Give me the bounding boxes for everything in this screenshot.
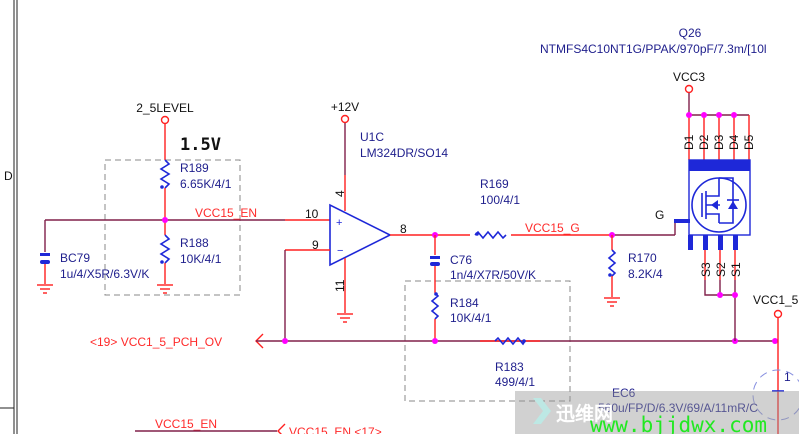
pin-4: 4 [333, 190, 347, 197]
u1c-value: LM324DR/SO14 [360, 146, 448, 160]
svg-text:−: − [337, 245, 343, 257]
svg-text:+: + [336, 217, 342, 229]
r183-value: 499/4/1 [495, 375, 535, 389]
net-vcc1-5: VCC1_5 [753, 293, 799, 307]
pin-8: 8 [400, 222, 407, 236]
mosfet-q26: Q26 NTMFS4C10NT1G/PPAK/970pF/7.3m/[10l V… [540, 26, 767, 341]
opamp-u1c: +12V 4 + − 11 10 9 8 U1C LM324DR/SO14 [305, 100, 448, 323]
r169-value: 100/4/1 [480, 193, 520, 207]
power-port-icon [160, 115, 170, 125]
power-port-icon [773, 309, 783, 319]
r170-ref: R170 [628, 251, 657, 265]
net-vcc15-en-port: VCC15_EN <17> [289, 425, 382, 434]
capacitor-bc79: BC79 1u/4/X5R/6.3V/K [37, 220, 149, 294]
off-page-arrow-icon [277, 423, 286, 434]
pin-s3: S3 [699, 262, 713, 277]
capacitor-ec6: 1 EC6 560u/FP/D/6.3V/69/A/11mR/C [598, 369, 799, 421]
ec6-value: 560u/FP/D/6.3V/69/A/11mR/C [598, 401, 758, 415]
net-2-5level: 2_5LEVEL [136, 101, 194, 115]
ground-icon [337, 313, 353, 323]
opamp-icon [329, 203, 392, 267]
divider-group-box [104, 159, 241, 296]
resistor-r189-icon [159, 159, 171, 189]
watermark-brand: 迅维网 [556, 402, 613, 425]
c76-ref: C76 [450, 253, 472, 267]
resistor-r169-icon [474, 230, 507, 240]
bc79-value: 1u/4/X5R/6.3V/K [60, 267, 149, 281]
capacitor-c76-icon [430, 256, 440, 259]
power-port-icon [340, 114, 350, 124]
net-vcc1-5-pch-ov: <19> VCC1_5_PCH_OV [90, 335, 222, 349]
ec6-pin: 1 [784, 370, 791, 384]
junction [432, 338, 438, 344]
pin-9: 9 [312, 238, 319, 252]
pin-s1: S1 [729, 262, 743, 277]
ground-icon [604, 297, 620, 307]
resistor-r188-icon [159, 234, 171, 264]
q26-value: NTMFS4C10NT1G/PPAK/970pF/7.3m/[10l [540, 42, 767, 56]
net-12v: +12V [331, 100, 359, 114]
pin-d1: D1 [682, 134, 696, 150]
power-port-icon [684, 84, 694, 94]
u1c-ref: U1C [360, 130, 384, 144]
r169-ref: R169 [480, 177, 509, 191]
junction [162, 217, 168, 223]
r189-ref: R189 [180, 161, 209, 175]
net-vcc15-en-bottom: VCC15_EN [155, 417, 217, 431]
junction [772, 338, 778, 344]
zone-label: D [4, 169, 13, 183]
gate-label: G [655, 208, 664, 222]
resistor-r170-icon [607, 249, 617, 277]
ground-icon [157, 284, 173, 294]
r188-ref: R188 [180, 236, 209, 250]
resistor-r183-icon [494, 336, 526, 346]
sheet-border: D [0, 0, 18, 434]
pin-d5: D5 [742, 134, 756, 150]
r184-ref: R184 [450, 296, 479, 310]
divider-network: 2_5LEVEL 1.5V R189 6.65K/4/1 R188 10K/4/… [136, 101, 232, 294]
ec6-ref: EC6 [612, 386, 636, 400]
ground-icon [37, 284, 53, 294]
net-vcc15-en: VCC15_EN [195, 206, 257, 220]
r183-ref: R183 [495, 360, 524, 374]
q26-ref: Q26 [679, 26, 702, 40]
r188-value: 10K/4/1 [180, 252, 222, 266]
pin-d4: D4 [727, 134, 741, 150]
pin-d2: D2 [697, 134, 711, 150]
watermark-url: www.bjjdwx.com [590, 413, 767, 434]
pin-d3: D3 [712, 134, 726, 150]
watermark-logo-icon [533, 398, 551, 424]
r189-value: 6.65K/4/1 [180, 177, 232, 191]
net-vcc3: VCC3 [673, 70, 705, 84]
pin-10: 10 [305, 207, 319, 221]
resistor-r184-icon [430, 292, 440, 320]
pin-s2: S2 [714, 262, 728, 277]
junction [282, 338, 288, 344]
net-vcc15-g: VCC15_G [525, 221, 580, 235]
watermark: 迅维网 www.bjjdwx.com [515, 391, 799, 434]
pin-11: 11 [333, 279, 347, 292]
c76-value: 1n/4/X7R/50V/K [450, 268, 536, 282]
voltage-annotation: 1.5V [180, 135, 221, 155]
r184-value: 10K/4/1 [450, 311, 492, 325]
bc79-ref: BC79 [60, 251, 90, 265]
r170-value: 8.2K/4 [628, 267, 663, 281]
capacitor-icon [40, 253, 50, 256]
